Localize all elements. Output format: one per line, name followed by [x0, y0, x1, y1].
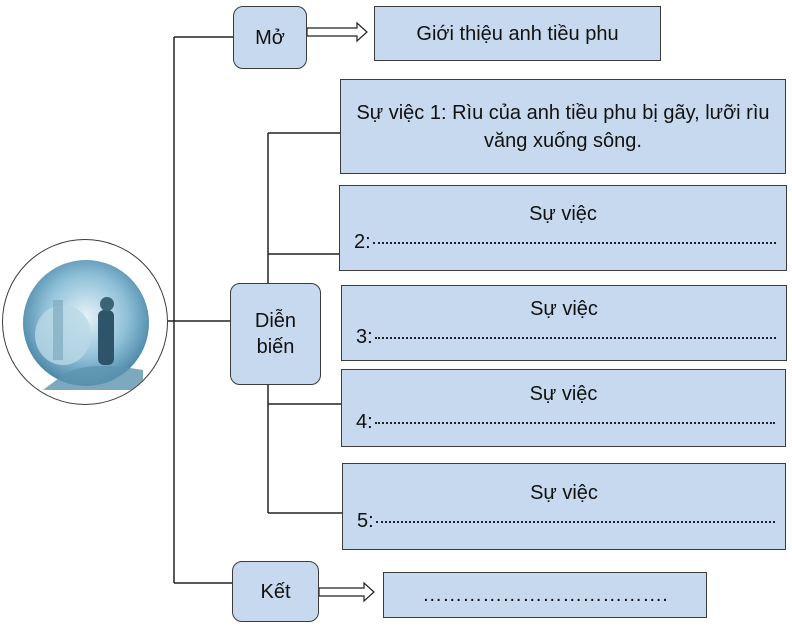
- ending-text: ……………………………….: [422, 584, 668, 606]
- arrow-to-ending: [318, 581, 375, 603]
- event-2-box: Sự việc 2:: [339, 185, 787, 271]
- woodcutter-illustration: [2, 239, 168, 405]
- event-5-box: Sự việc 5:: [342, 463, 786, 550]
- ending-box: ……………………………….: [383, 572, 707, 618]
- event-2-title: Sự việc: [529, 203, 597, 225]
- arrow-to-intro: [306, 21, 368, 43]
- event-3-blank: [374, 337, 776, 339]
- dien-bien-label: Diễn biến: [230, 283, 321, 385]
- event-4-title: Sự việc: [529, 383, 598, 405]
- intro-text: Giới thiệu anh tiều phu: [416, 22, 619, 45]
- event-5-blank: [375, 520, 775, 523]
- event-2-blank: [372, 242, 776, 244]
- dien-bien-label-text: Diễn biến: [254, 310, 297, 358]
- event-4-box: Sự việc 4:: [341, 369, 786, 447]
- ket-label-text: Kết: [260, 580, 291, 603]
- event-1-box: Sự việc 1: Rìu của anh tiều phu bị gãy, …: [340, 79, 786, 174]
- event-2-number: 2:: [354, 231, 371, 253]
- event-4-blank: [374, 422, 775, 424]
- event-3-number: 3:: [356, 326, 373, 348]
- event-3-title: Sự việc: [530, 298, 598, 320]
- event-4-number: 4:: [356, 411, 373, 433]
- intro-box: Giới thiệu anh tiều phu: [374, 6, 661, 61]
- event-5-number: 5:: [357, 509, 374, 532]
- mo-label: Mở: [233, 6, 307, 69]
- ket-label: Kết: [232, 561, 319, 622]
- event-3-box: Sự việc 3:: [341, 285, 787, 361]
- mo-label-text: Mở: [255, 26, 285, 49]
- event-5-title: Sự việc: [530, 481, 598, 504]
- event-1-text: Sự việc 1: Rìu của anh tiều phu bị gãy, …: [356, 101, 770, 152]
